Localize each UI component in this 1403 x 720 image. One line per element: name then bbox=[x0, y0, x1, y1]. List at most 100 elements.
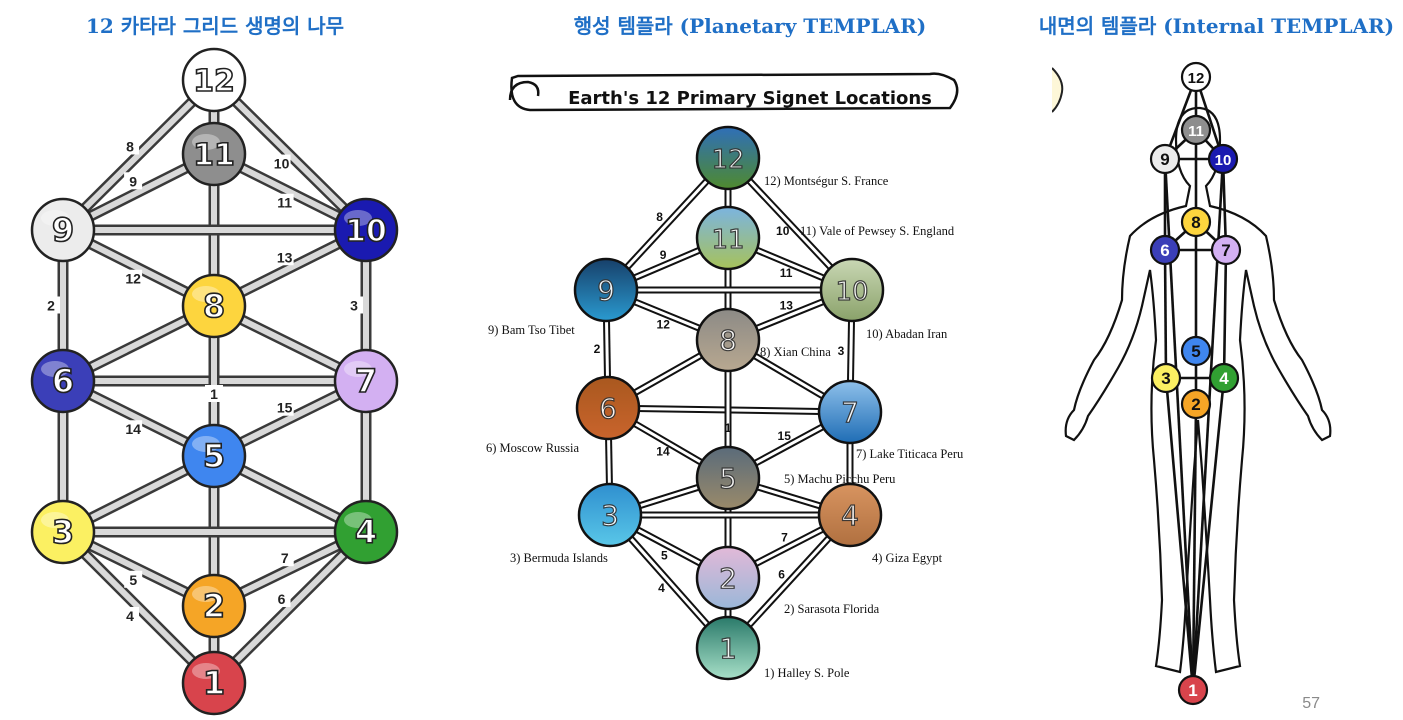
tree-node-5 bbox=[181, 423, 247, 489]
tree-path-label-bg bbox=[124, 570, 143, 588]
body-node-label: 4 bbox=[1219, 369, 1229, 388]
node-highlight bbox=[192, 134, 220, 150]
tree-node-label: 7 bbox=[355, 362, 377, 400]
planet-node-label: 6 bbox=[599, 392, 617, 425]
planet-node-label: 9 bbox=[597, 274, 615, 307]
planet-node-label: 7 bbox=[841, 396, 859, 429]
planet-path-label: 12 bbox=[657, 317, 671, 331]
node-highlight bbox=[192, 586, 220, 602]
body-node-label: 7 bbox=[1221, 241, 1230, 260]
planet-node-label: 4 bbox=[841, 499, 859, 532]
tree-node-10 bbox=[333, 197, 399, 263]
tree-path-label-bg bbox=[275, 193, 294, 211]
tree-path-label: 12 bbox=[125, 271, 141, 287]
node-highlight bbox=[192, 60, 220, 76]
body-node-label: 12 bbox=[1188, 70, 1205, 87]
planet-node-2 bbox=[695, 545, 761, 611]
tree-node-label: 8 bbox=[203, 287, 225, 325]
body-node-6 bbox=[1149, 234, 1181, 266]
banner-text: Earth's 12 Primary Signet Locations bbox=[568, 88, 932, 109]
location-label-3: 3) Bermuda Islands bbox=[510, 551, 608, 565]
partial-circle-mask bbox=[1030, 60, 1052, 120]
location-label-5: 5) Machu Picchu Peru bbox=[784, 472, 896, 486]
tree-node-label: 3 bbox=[52, 513, 74, 551]
tree-path-label: 13 bbox=[277, 249, 293, 265]
tree-node-label: 1 bbox=[203, 664, 225, 702]
location-label-1: 1) Halley S. Pole bbox=[764, 666, 850, 680]
body-node-8 bbox=[1180, 206, 1212, 238]
location-label-10: 10) Abadan Iran bbox=[866, 327, 948, 341]
tree-path-label: 14 bbox=[125, 421, 141, 437]
page-number: 57 bbox=[1302, 695, 1320, 712]
tree-path-label: 10 bbox=[274, 156, 290, 172]
node-highlight bbox=[344, 512, 372, 528]
planet-node-label: 8 bbox=[719, 324, 737, 357]
tree-link-fill bbox=[60, 77, 217, 233]
tree-path-label: 4 bbox=[126, 608, 134, 624]
tree-path-label-bg bbox=[121, 606, 140, 624]
body-node-label: 2 bbox=[1191, 395, 1200, 414]
body-node-label: 1 bbox=[1188, 681, 1197, 700]
location-label-4: 4) Giza Egypt bbox=[872, 551, 943, 565]
planet-path-label: 13 bbox=[780, 299, 794, 313]
body-link bbox=[1221, 158, 1228, 251]
left-panel-title: 12 카타라 그리드 생명의 나무 bbox=[85, 14, 345, 38]
body-node-7 bbox=[1210, 234, 1242, 266]
node-highlight bbox=[192, 663, 220, 679]
tree-node-7 bbox=[333, 348, 399, 414]
planet-node-12 bbox=[695, 125, 761, 191]
tree-node-label: 11 bbox=[193, 138, 235, 173]
planet-path-label: 9 bbox=[660, 248, 667, 262]
tree-path-label: 7 bbox=[281, 550, 289, 566]
planet-node-label: 1 bbox=[719, 632, 737, 665]
body-link bbox=[1191, 403, 1198, 691]
body-node-label: 9 bbox=[1160, 150, 1169, 169]
tree-path-label: 5 bbox=[129, 572, 137, 588]
node-highlight bbox=[344, 210, 372, 226]
body-node-12 bbox=[1180, 61, 1212, 93]
body-node-10 bbox=[1207, 143, 1239, 175]
tree-node-3 bbox=[30, 499, 96, 565]
tree-path-label-bg bbox=[275, 248, 294, 266]
location-label-11: 11) Vale of Pewsey S. England bbox=[800, 224, 955, 238]
location-label-8: 8) Xian China bbox=[760, 345, 831, 359]
planet-path-label: 2 bbox=[594, 342, 601, 356]
tree-node-9 bbox=[30, 197, 96, 263]
body-node-label: 11 bbox=[1188, 123, 1204, 140]
tree-path-label: 11 bbox=[277, 195, 292, 211]
tree-path-label: 9 bbox=[129, 173, 137, 189]
tree-path-label: 2 bbox=[47, 298, 55, 314]
tree-node-label: 12 bbox=[193, 64, 235, 99]
planet-path-label: 6 bbox=[778, 568, 785, 582]
body-node-2 bbox=[1180, 388, 1212, 420]
planet-path-label: 8 bbox=[656, 210, 663, 224]
planet-node-1 bbox=[695, 615, 761, 681]
tree-node-label: 4 bbox=[355, 513, 377, 551]
node-highlight bbox=[41, 512, 69, 528]
planet-node-9 bbox=[573, 257, 639, 323]
node-highlight bbox=[344, 361, 372, 377]
body-node-9 bbox=[1149, 143, 1181, 175]
planet-node-label: 3 bbox=[601, 499, 619, 532]
body-node-11 bbox=[1180, 114, 1212, 146]
location-label-9: 9) Bam Tso Tibet bbox=[488, 323, 575, 337]
tree-path-label-bg bbox=[42, 296, 60, 314]
body-node-3 bbox=[1150, 362, 1182, 394]
banner-scroll bbox=[510, 72, 959, 112]
tree-path-label: 8 bbox=[126, 138, 134, 154]
node-highlight bbox=[41, 361, 69, 377]
tree-link-fill bbox=[211, 529, 369, 686]
tree-path-label: 1 bbox=[210, 386, 218, 402]
tree-node-11 bbox=[181, 121, 247, 187]
tree-path-label: 15 bbox=[277, 400, 293, 416]
body-node-label: 8 bbox=[1191, 213, 1200, 232]
planet-path-label: 14 bbox=[656, 445, 670, 459]
